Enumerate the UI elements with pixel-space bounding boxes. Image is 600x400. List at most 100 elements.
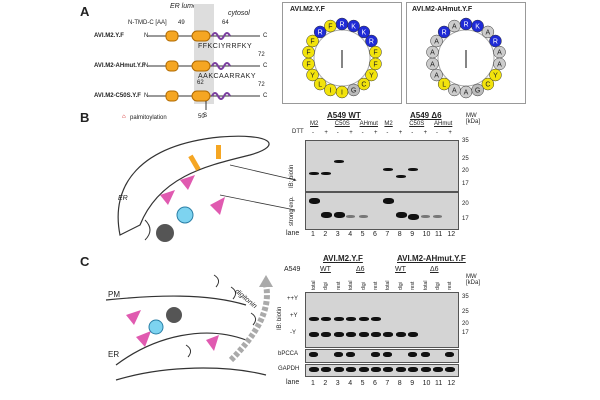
pm-label: PM bbox=[108, 290, 120, 299]
blot-band bbox=[333, 317, 344, 321]
residue-letter: I bbox=[341, 90, 343, 97]
lane-number: 1 bbox=[311, 231, 315, 238]
blot-band-bpcca bbox=[333, 352, 343, 357]
lane-group-label: M2 bbox=[310, 121, 319, 127]
mw-marker: 20 bbox=[462, 168, 469, 174]
residue-circle bbox=[306, 68, 319, 82]
residue-letter: F bbox=[310, 39, 314, 46]
fraction-label: digi bbox=[360, 282, 367, 290]
fraction-label: total bbox=[385, 280, 392, 290]
lane-number: 9 bbox=[410, 231, 415, 238]
ylabel-c: IB: biotin bbox=[277, 306, 283, 330]
blot-band-gapdh bbox=[445, 367, 456, 372]
sequence-ah: FFKCIYRRFKY bbox=[198, 43, 253, 50]
residue-letter: R bbox=[369, 39, 374, 46]
residue-letter: A bbox=[434, 73, 439, 80]
lane-number: 10 bbox=[422, 231, 431, 238]
residue-letter: G bbox=[475, 87, 480, 94]
residue-letter: L bbox=[318, 82, 322, 89]
c-term-3: C bbox=[263, 93, 268, 99]
c-title-1: AVI.M2.Y.F bbox=[323, 254, 363, 263]
blot-band bbox=[371, 317, 381, 321]
lane-number: 7 bbox=[385, 231, 390, 238]
residue-letter: L bbox=[442, 82, 446, 89]
lane-number: 6 bbox=[373, 231, 377, 238]
residue-letter: A bbox=[497, 61, 502, 68]
lane-number: 5 bbox=[360, 380, 365, 387]
blot-band-bpcca bbox=[445, 352, 455, 357]
mw-marker: 20 bbox=[462, 201, 469, 207]
residue-letter: F bbox=[373, 61, 377, 68]
blot-band bbox=[408, 332, 419, 337]
fraction-label: rest bbox=[410, 281, 417, 290]
residue-letter: A bbox=[452, 87, 457, 94]
mw-marker: 20 bbox=[462, 321, 469, 327]
mw-label-c: MW [kDa] bbox=[466, 274, 481, 286]
residue-letter: R bbox=[442, 29, 447, 36]
loading-bpcca: bPCCA bbox=[278, 351, 299, 357]
blot-band-bpcca bbox=[408, 352, 418, 357]
palm-legend-icon: ⌂ bbox=[122, 114, 126, 120]
blot-band bbox=[346, 317, 357, 321]
blot-band-gapdh bbox=[333, 367, 344, 372]
cell-cartoon-c bbox=[105, 274, 273, 381]
residue-letter: R bbox=[463, 22, 468, 29]
mw-marker: 25 bbox=[462, 309, 469, 315]
lane-number: 2 bbox=[323, 380, 328, 387]
lane-number: 12 bbox=[447, 231, 456, 238]
ntmdc-label: N-TMD-C [AA] bbox=[128, 20, 167, 26]
lane-number: 4 bbox=[348, 380, 353, 387]
dtt-sign: + bbox=[349, 130, 353, 136]
lane-number: 6 bbox=[373, 380, 377, 387]
membrane-shade bbox=[194, 4, 214, 104]
er-lumen-label: ER lumen bbox=[170, 3, 201, 10]
fraction-label: rest bbox=[335, 281, 342, 290]
mw-marker: 35 bbox=[462, 294, 469, 300]
palm-legend-label: palmitoylation bbox=[130, 115, 167, 121]
sequence-mut: AAKCAARRAKY bbox=[198, 73, 257, 80]
svg-text:S: S bbox=[203, 113, 207, 118]
blot-band bbox=[333, 332, 344, 337]
ylabel-b-top: IB: biotin bbox=[289, 164, 295, 188]
residue-letter: Y bbox=[369, 73, 374, 80]
lane-number: 12 bbox=[447, 380, 456, 387]
n-term-3: N bbox=[144, 93, 149, 99]
pos-72a: 72 bbox=[258, 52, 265, 58]
pos-50: 50 bbox=[198, 114, 205, 120]
residue-circle bbox=[481, 77, 495, 91]
residue-circle bbox=[324, 19, 337, 33]
residue-circle bbox=[437, 25, 451, 39]
dtt-label: DTT bbox=[292, 129, 304, 135]
mw-marker: 25 bbox=[462, 156, 469, 162]
blot-band-bpcca bbox=[383, 352, 393, 357]
blot-band-strong bbox=[383, 198, 395, 204]
dtt-sign: + bbox=[324, 130, 328, 136]
residue-letter: A bbox=[452, 24, 457, 31]
residue-circle bbox=[369, 57, 382, 71]
residue-circle bbox=[430, 68, 443, 82]
panel-b-letter: B bbox=[80, 110, 90, 125]
residue-letter: A bbox=[434, 39, 439, 46]
dtt-sign: - bbox=[312, 130, 314, 136]
residue-circle bbox=[430, 34, 443, 48]
lane-number: 3 bbox=[335, 231, 340, 238]
blot-band bbox=[321, 172, 332, 175]
residue-letter: K bbox=[351, 24, 356, 31]
c-title-2: AVI.M2-AHmut.Y.F bbox=[397, 254, 466, 263]
blot-band-faint bbox=[420, 215, 430, 218]
dtt-sign: + bbox=[448, 130, 452, 136]
lane-label-b: lane bbox=[286, 230, 300, 237]
residue-letter: C bbox=[361, 82, 366, 89]
residue-letter: A bbox=[430, 50, 435, 57]
residue-circle bbox=[426, 45, 439, 59]
blot-band bbox=[333, 160, 344, 163]
lane-label-c: lane bbox=[286, 379, 300, 386]
construct-3-name: AVI.M2-C50S.Y.F bbox=[94, 93, 141, 99]
blot-band bbox=[408, 168, 419, 171]
dtt-sign: - bbox=[411, 130, 414, 136]
lane-number: 10 bbox=[422, 380, 431, 387]
dtt-sign: - bbox=[386, 130, 389, 136]
fraction-label: rest bbox=[447, 281, 454, 290]
mw-marker: 17 bbox=[462, 216, 469, 222]
construct-2-name: AVI.M2-AHmut.Y.F bbox=[94, 63, 146, 69]
